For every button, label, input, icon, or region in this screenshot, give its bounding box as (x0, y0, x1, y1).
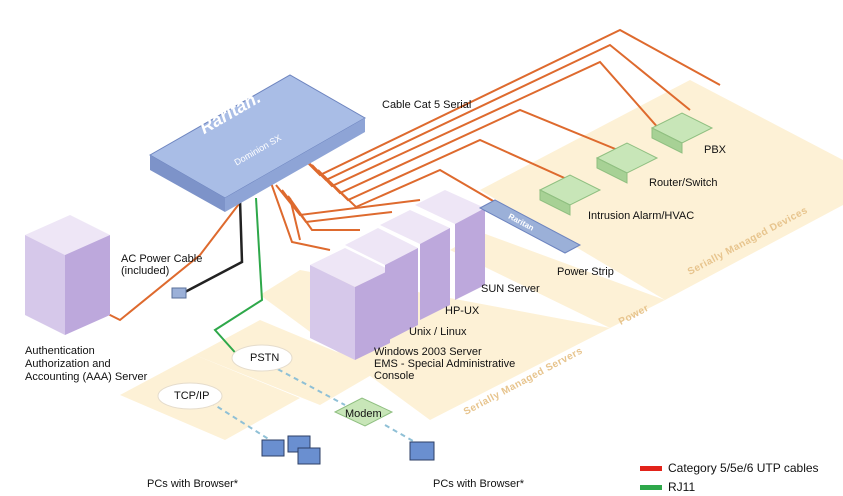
cable-cat5-serial-label: Cable Cat 5 Serial (382, 99, 472, 111)
hp-ux-label: HP-UX (445, 305, 480, 317)
windows-server-label-2: EMS - Special Administrative (374, 358, 516, 370)
legend-label: Category 5/5e/6 UTP cables (668, 461, 819, 475)
dashed-links (209, 364, 421, 446)
pbx-label: PBX (704, 144, 727, 156)
ac-power-label-1: AC Power Cable (121, 253, 203, 265)
tcpip-cloud (157, 382, 223, 410)
red-line-icon (640, 465, 662, 471)
legend-label: RJ11 (668, 480, 696, 494)
pcs-left-label: PCs with Browser* (147, 478, 239, 490)
ac-power-cable (184, 199, 244, 294)
rj11-cable (213, 197, 264, 359)
serial-devices (333, 112, 714, 427)
tcpip-label: TCP/IP (174, 390, 210, 402)
ac-plug (171, 287, 187, 299)
aaa-server (25, 215, 110, 335)
windows-server-label-3: Console (374, 370, 415, 382)
server-towers (310, 190, 485, 360)
router-switch-label: Router/Switch (649, 177, 718, 189)
modem-label: Modem (345, 408, 382, 420)
pstn-cloud (231, 344, 293, 372)
pcs-right-label: PCs with Browser* (433, 478, 525, 490)
aaa-label-1: Authentication (25, 345, 95, 357)
sun-server-label: SUN Server (481, 283, 540, 295)
green-line-icon (640, 484, 662, 490)
windows-server-label-1: Windows 2003 Server (374, 346, 482, 358)
unix-linux-label: Unix / Linux (409, 326, 467, 338)
legend-item-rj11: RJ11 (640, 480, 695, 494)
serial-cables (79, 28, 721, 322)
aaa-label-2: Authorization and (25, 358, 111, 370)
aaa-label-3: Accounting (AAA) Server (25, 371, 148, 383)
pstn-label: PSTN (250, 352, 280, 364)
zone-devices (480, 80, 843, 300)
zone-power (450, 232, 665, 328)
ac-power-label-2: (included) (121, 265, 170, 277)
pc-group-left (261, 435, 321, 465)
legend-item-cat5: Category 5/5e/6 UTP cables (640, 461, 819, 475)
power-strip (478, 199, 582, 254)
power-strip-label: Power Strip (557, 266, 614, 278)
intrusion-alarm-label: Intrusion Alarm/HVAC (588, 210, 695, 222)
pc-group-right (409, 441, 435, 461)
dominion-sx-switch (148, 74, 367, 212)
